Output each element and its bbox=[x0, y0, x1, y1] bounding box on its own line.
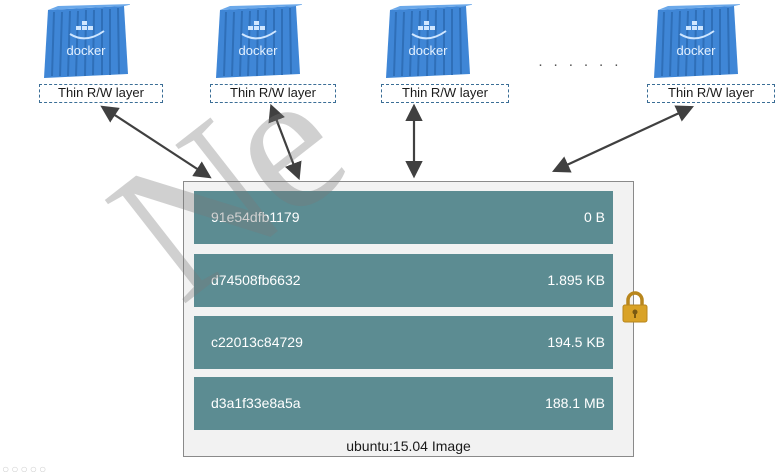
image-layer-4: d3a1f33e8a5a 188.1 MB bbox=[194, 377, 613, 430]
docker-container-icon: docker bbox=[216, 4, 302, 78]
docker-container-3: docker bbox=[380, 4, 472, 80]
footer-decoration: ○○○○○ bbox=[2, 462, 49, 475]
more-containers-ellipsis: · · · · · · bbox=[538, 56, 622, 73]
image-layer-3: c22013c84729 194.5 KB bbox=[194, 316, 613, 369]
layer-size: 194.5 KB bbox=[547, 334, 605, 350]
docker-logo-text: docker bbox=[408, 43, 448, 58]
layer-size: 1.895 KB bbox=[547, 272, 605, 288]
layer-id: c22013c84729 bbox=[211, 334, 303, 350]
docker-logo-text: docker bbox=[676, 43, 716, 58]
docker-container-icon: docker bbox=[44, 4, 130, 78]
thin-rw-layer-label-2: Thin R/W layer bbox=[210, 84, 336, 103]
image-caption: ubuntu:15.04 Image bbox=[346, 438, 471, 454]
image-layer-1: 91e54dfb1179 0 B bbox=[194, 191, 613, 244]
thin-rw-layer-label-4: Thin R/W layer bbox=[647, 84, 775, 103]
docker-logo-text: docker bbox=[66, 43, 106, 58]
thin-rw-layer-label-3: Thin R/W layer bbox=[381, 84, 509, 103]
docker-container-icon: docker bbox=[386, 4, 472, 78]
arrow-2 bbox=[268, 103, 302, 181]
docker-container-icon: docker bbox=[654, 4, 740, 78]
arrow-4 bbox=[552, 105, 694, 173]
thin-rw-layer-label-1: Thin R/W layer bbox=[39, 84, 163, 103]
layer-id: d74508fb6632 bbox=[211, 272, 301, 288]
layer-size: 188.1 MB bbox=[545, 395, 605, 411]
docker-logo-text: docker bbox=[238, 43, 278, 58]
image-layer-2: d74508fb6632 1.895 KB bbox=[194, 254, 613, 307]
layer-id: 91e54dfb1179 bbox=[211, 209, 300, 225]
lock-icon bbox=[622, 291, 648, 323]
image-box: 91e54dfb1179 0 B d74508fb6632 1.895 KB c… bbox=[183, 181, 634, 457]
layer-size: 0 B bbox=[583, 209, 605, 225]
docker-container-1: docker bbox=[38, 4, 130, 80]
layer-id: d3a1f33e8a5a bbox=[211, 395, 301, 411]
docker-container-2: docker bbox=[210, 4, 302, 80]
arrow-1 bbox=[100, 105, 212, 179]
docker-container-4: docker bbox=[648, 4, 740, 80]
